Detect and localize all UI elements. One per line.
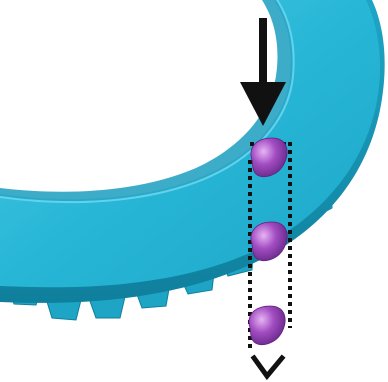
particle-bottom: [248, 305, 286, 346]
ring-top: [0, 0, 381, 288]
chevron-down-icon: [250, 354, 286, 381]
particle-middle: [250, 221, 288, 262]
particle-top: [250, 137, 288, 178]
gear-ring: [0, 0, 385, 321]
down-arrow: [240, 18, 286, 126]
